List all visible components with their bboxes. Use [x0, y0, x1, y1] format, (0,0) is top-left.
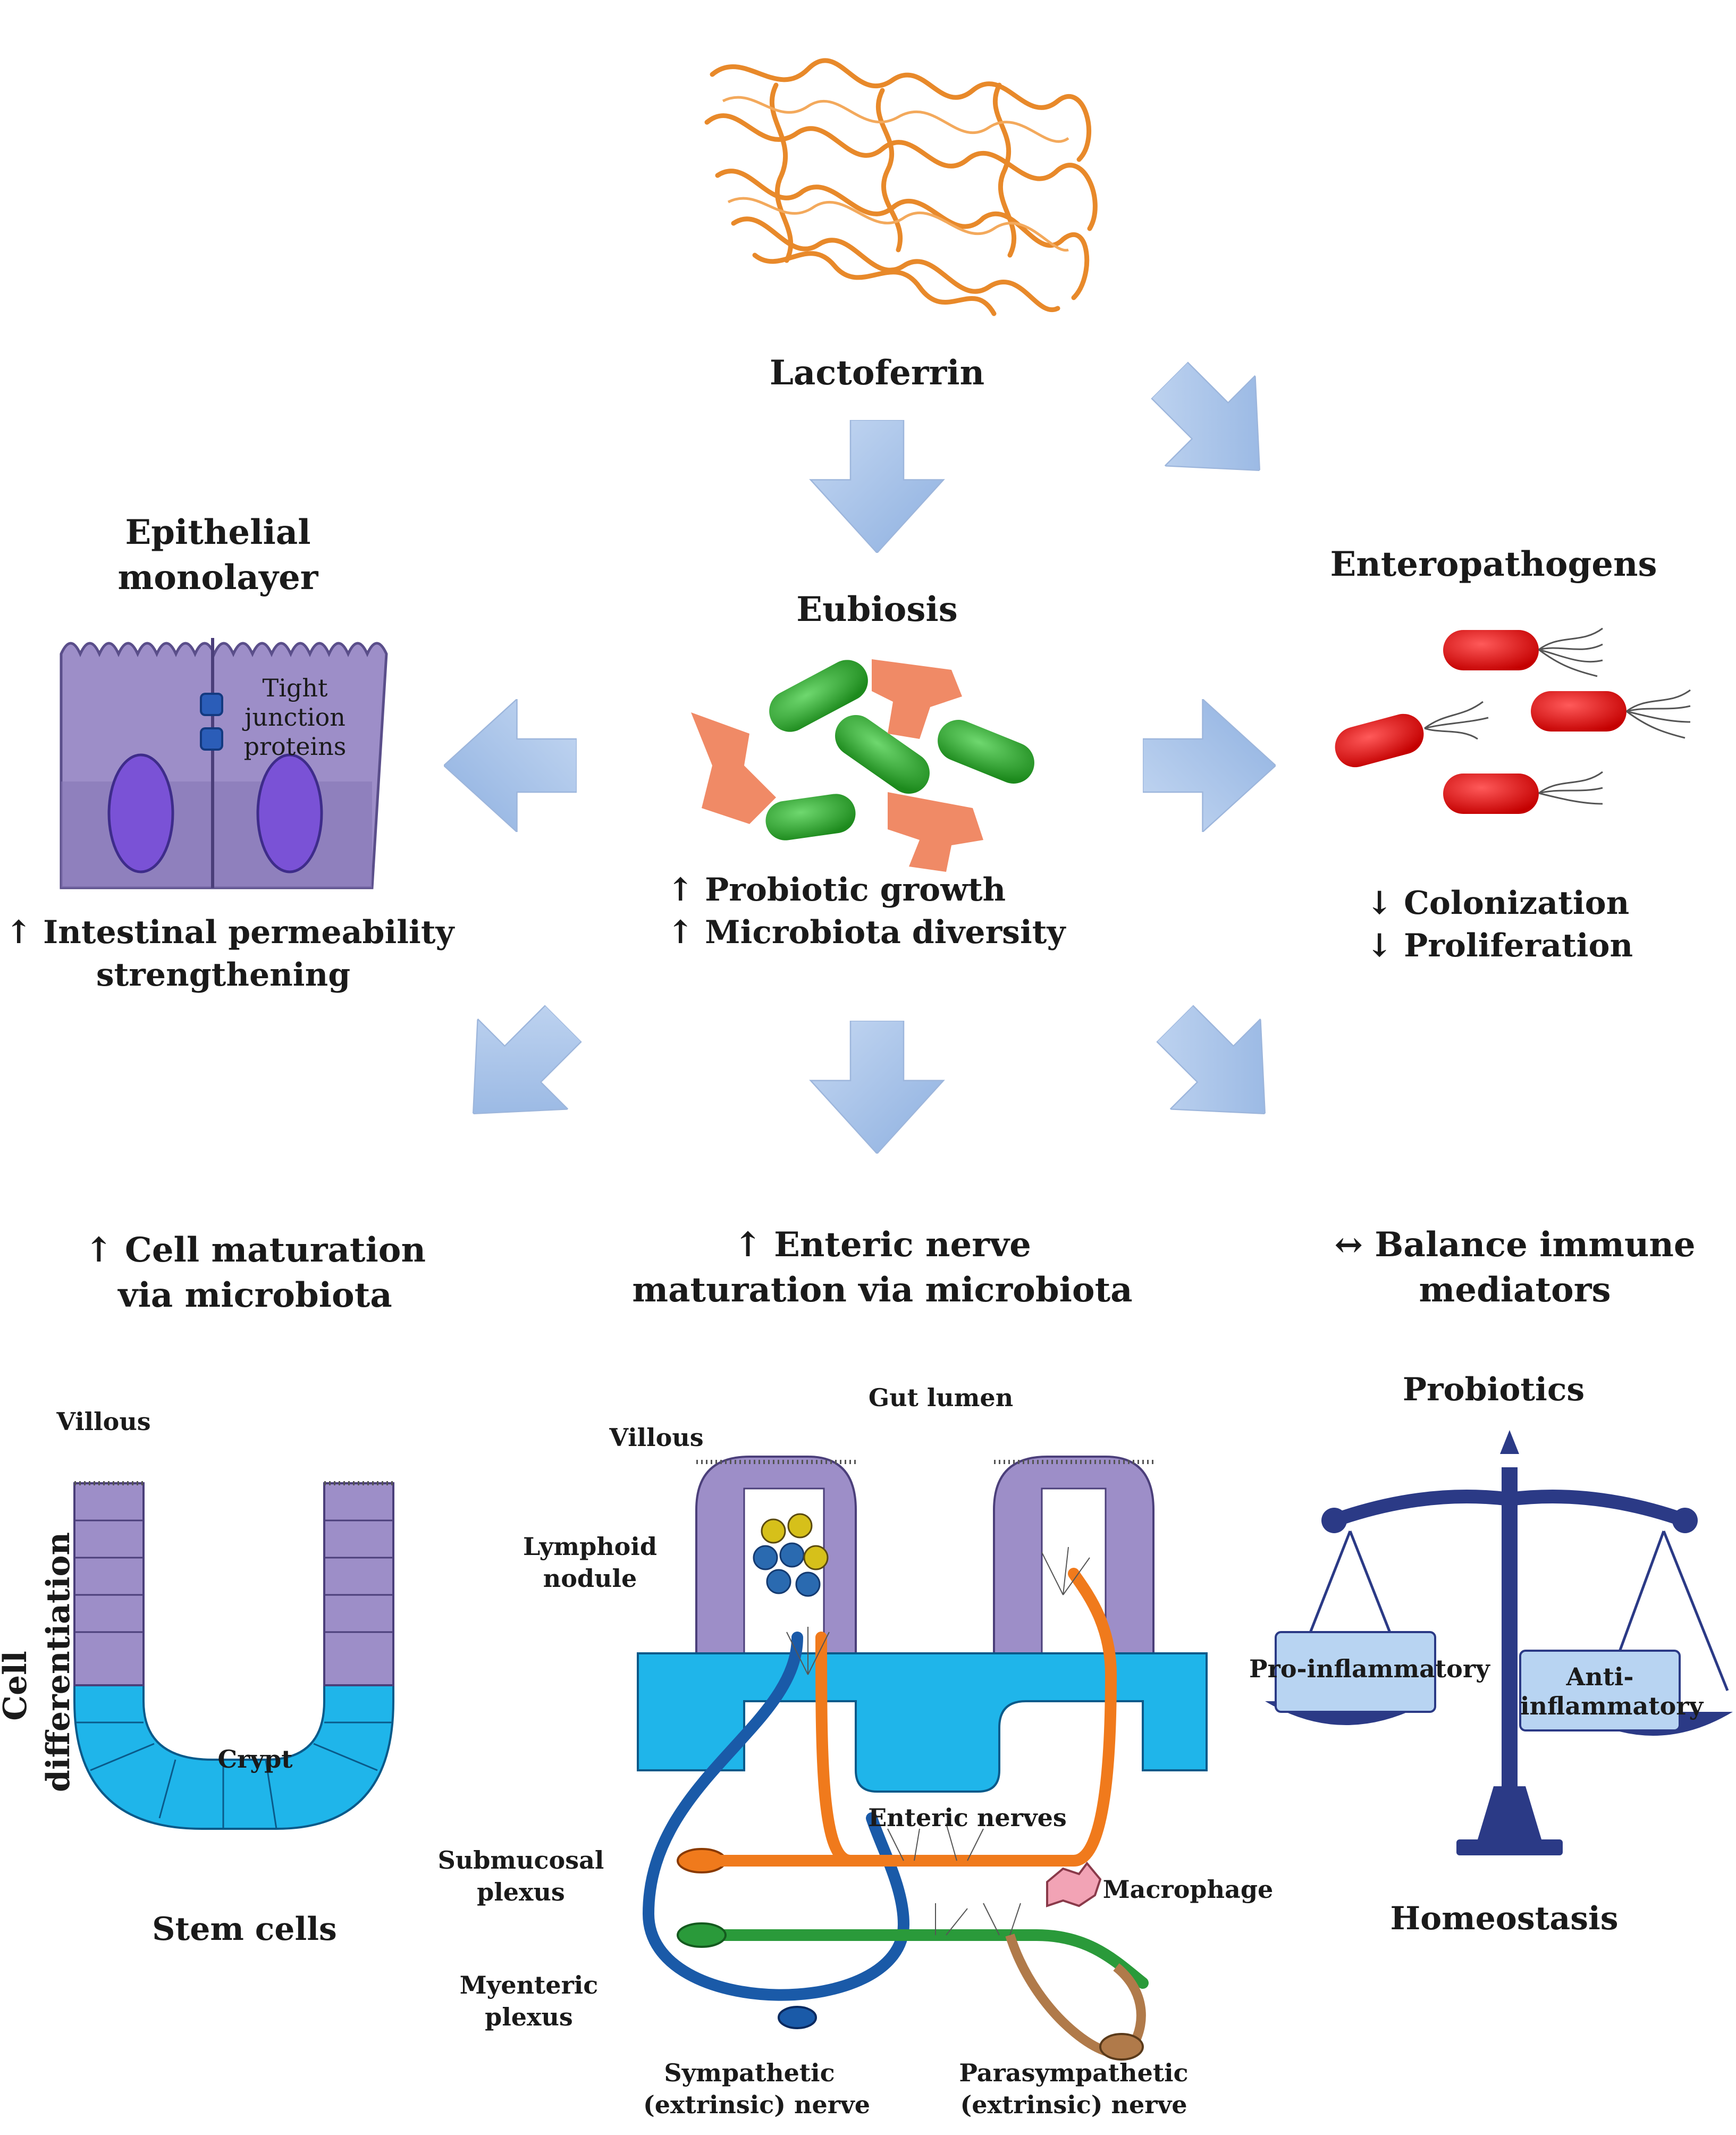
arrow-diag-immune — [1130, 978, 1310, 1159]
lymphoid-nodule-label-2: nodule — [543, 1564, 637, 1593]
macrophage-label: Macrophage — [1102, 1875, 1274, 1904]
enteropathogens-title: Enteropathogens — [1330, 544, 1657, 584]
pro-inflammatory-label: Pro-inflammatory — [1249, 1654, 1490, 1683]
balance-scale-illustration — [1265, 1430, 1733, 1855]
tight-junction-icon — [200, 693, 223, 716]
eubiosis-effect-diversity: ↑ Microbiota diversity — [667, 914, 1066, 951]
salmon-bacterium — [691, 712, 776, 824]
arrow-diag-maturation — [428, 978, 609, 1159]
pathogen-bacterium — [1335, 701, 1489, 768]
enteropathogens-bacteria — [1335, 627, 1691, 814]
anti-inflammatory-label-2: inflammatory — [1520, 1692, 1704, 1720]
green-bacterium — [835, 715, 930, 794]
enteric-nerve-illustration — [637, 1456, 1208, 2061]
sympathetic-nerve-label-1: Sympathetic — [664, 2058, 835, 2087]
pathogen-bacterium — [1531, 689, 1691, 739]
arrow-left-epithelial — [444, 699, 577, 832]
green-bacterium — [765, 794, 856, 840]
lymphoid-nodule-label-1: Lymphoid — [523, 1532, 658, 1561]
pathogen-bacterium — [1443, 771, 1603, 814]
eubiosis-bacteria — [691, 659, 1034, 872]
arrow-diag-lactoferrin-pathogens — [1124, 335, 1305, 516]
enteric-nerve — [815, 1568, 1117, 1867]
arrow-down-lactoferrin — [810, 420, 945, 553]
epithelial-cells-illustration — [60, 638, 388, 889]
enteric-nerves-label: Enteric nerves — [868, 1803, 1067, 1832]
cell-maturation-title-2: via microbiota — [118, 1275, 392, 1315]
pathogen-effect-colonization: ↓ Colonization — [1366, 885, 1630, 922]
tight-junction-label-1: Tight — [262, 674, 328, 702]
homeostasis-label: Homeostasis — [1390, 1900, 1619, 1937]
gut-lumen-label: Gut lumen — [868, 1383, 1014, 1412]
epithelial-effect-line1: ↑ Intestinal permeability — [5, 914, 454, 951]
enteric-nerve-title-1: ↑ Enteric nerve — [734, 1225, 1031, 1265]
epithelial-effect-line2: strengthening — [96, 956, 351, 994]
submucosal-plexus-label-1: Submucosal — [437, 1846, 604, 1875]
lymphoid-nodule — [753, 1513, 829, 1597]
sympathetic-nerve — [642, 1632, 910, 2001]
green-bacterium — [938, 720, 1034, 784]
epithelial-title-line1: Epithelial — [125, 512, 311, 552]
immune-balance-title-1: ↔ Balance immune — [1334, 1225, 1696, 1265]
tight-junction-icon — [200, 727, 223, 751]
parasympathetic-nerve-label-1: Parasympathetic — [959, 2058, 1189, 2087]
probiotics-label: Probiotics — [1402, 1371, 1585, 1408]
myenteric-plexus-label-2: plexus — [485, 2003, 573, 2031]
arrow-down-nerve — [810, 1021, 945, 1154]
villous-label-left: Villous — [56, 1407, 151, 1436]
macrophage-icon — [1046, 1861, 1102, 1907]
villous-label-center: Villous — [609, 1423, 704, 1452]
lactoferrin-label: Lactoferrin — [769, 353, 985, 393]
submucosal-plexus-label-2: plexus — [477, 1878, 565, 1906]
submucosal-nerve — [696, 1929, 1149, 1989]
sympathetic-nerve-label-2: (extrinsic) nerve — [643, 2090, 870, 2119]
villus-crypt-illustration — [73, 1481, 394, 1830]
arrow-right-pathogens — [1143, 699, 1276, 832]
anti-inflammatory-pan — [1519, 1650, 1681, 1731]
eubiosis-title: Eubiosis — [796, 590, 958, 629]
enteric-nerve-title-2: maturation via microbiota — [632, 1270, 1133, 1310]
parasympathetic-nerve-label-2: (extrinsic) nerve — [960, 2090, 1187, 2119]
salmon-bacterium — [888, 792, 983, 872]
cell-maturation-title-1: ↑ Cell maturation — [84, 1230, 426, 1270]
pathogen-bacterium — [1443, 627, 1603, 677]
stem-cells-label: Stem cells — [152, 1911, 337, 1948]
tight-junction-label-2: junction — [245, 703, 345, 732]
lactoferrin-structure — [704, 58, 1098, 316]
salmon-bacterium — [872, 659, 962, 739]
eubiosis-effect-growth: ↑ Probiotic growth — [667, 871, 1006, 909]
crypt-label: Crypt — [217, 1745, 293, 1773]
pro-inflammatory-pan — [1275, 1631, 1436, 1713]
myenteric-plexus-label-1: Myenteric — [459, 1971, 599, 1999]
pathogen-effect-proliferation: ↓ Proliferation — [1366, 927, 1633, 964]
immune-balance-title-2: mediators — [1419, 1270, 1611, 1310]
anti-inflammatory-label-1: Anti- — [1566, 1662, 1634, 1691]
tight-junction-label-3: proteins — [243, 732, 347, 761]
green-bacterium — [769, 660, 868, 732]
epithelial-title-line2: monolayer — [117, 558, 318, 598]
